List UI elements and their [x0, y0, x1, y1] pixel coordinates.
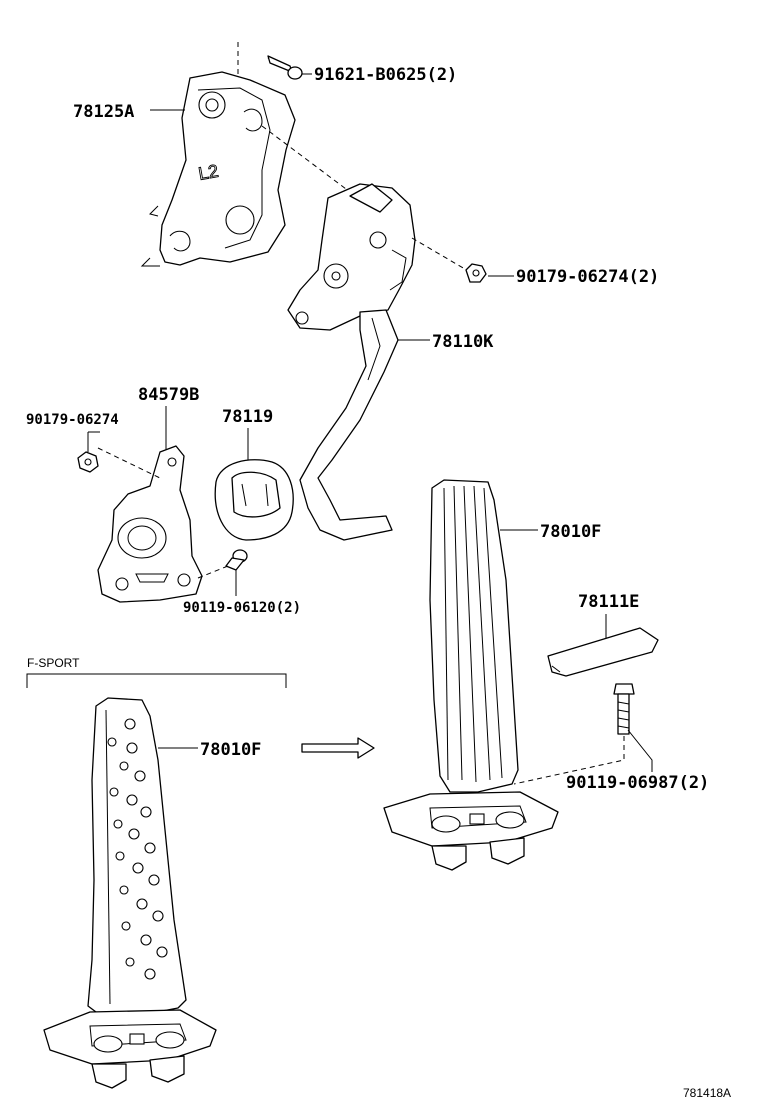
label-nut-left: 90179-06274: [26, 412, 119, 428]
pad-plate-part: [547, 627, 659, 677]
label-pedal-arm: 78110K: [432, 332, 494, 352]
pedal-pad-part: [383, 479, 559, 871]
label-fsport: F-SPORT: [27, 656, 80, 670]
fsport-pad-holes: [107, 718, 168, 980]
pedal-arm-part: [287, 183, 416, 541]
dash-nut-left: [97, 447, 161, 479]
replacement-arrow: [301, 737, 375, 759]
cover-part: [214, 459, 294, 541]
dash-screw-stop: [197, 565, 229, 579]
label-pedal-pad: 78010F: [540, 522, 601, 542]
label-stop-bracket: 84579B: [138, 385, 199, 405]
nut-right-part: [465, 263, 487, 283]
stop-bracket-part: [97, 445, 203, 603]
catalog-id: 781418A: [683, 1086, 731, 1100]
svg-text:L2: L2: [197, 161, 220, 184]
label-bracket: 78125A: [73, 102, 134, 122]
screw-stop-part: [225, 549, 248, 571]
dash-arm-nut: [411, 237, 471, 273]
bolt-top-part: [267, 55, 303, 80]
label-screw-pad: 90119-06987(2): [566, 773, 709, 793]
bracket-part: L2: [140, 71, 296, 267]
pedal-pad-fsport-part: [43, 697, 217, 1089]
leader-screw-pad: [627, 729, 653, 772]
label-bolt-top: 91621-B0625(2): [314, 65, 457, 85]
nut-left-part: [77, 451, 99, 473]
dash-screw-pad: [513, 736, 625, 785]
label-screw-stop: 90119-06120(2): [183, 600, 301, 616]
dash-bracket-arm: [261, 125, 351, 193]
label-nut-right: 90179-06274(2): [516, 267, 659, 287]
screw-pad-part: [613, 683, 635, 735]
fsport-bracket-line: [26, 673, 287, 688]
label-cover: 78119: [222, 407, 273, 427]
label-pedal-pad-fsport: 78010F: [200, 740, 261, 760]
label-pad-plate: 78111E: [578, 592, 639, 612]
